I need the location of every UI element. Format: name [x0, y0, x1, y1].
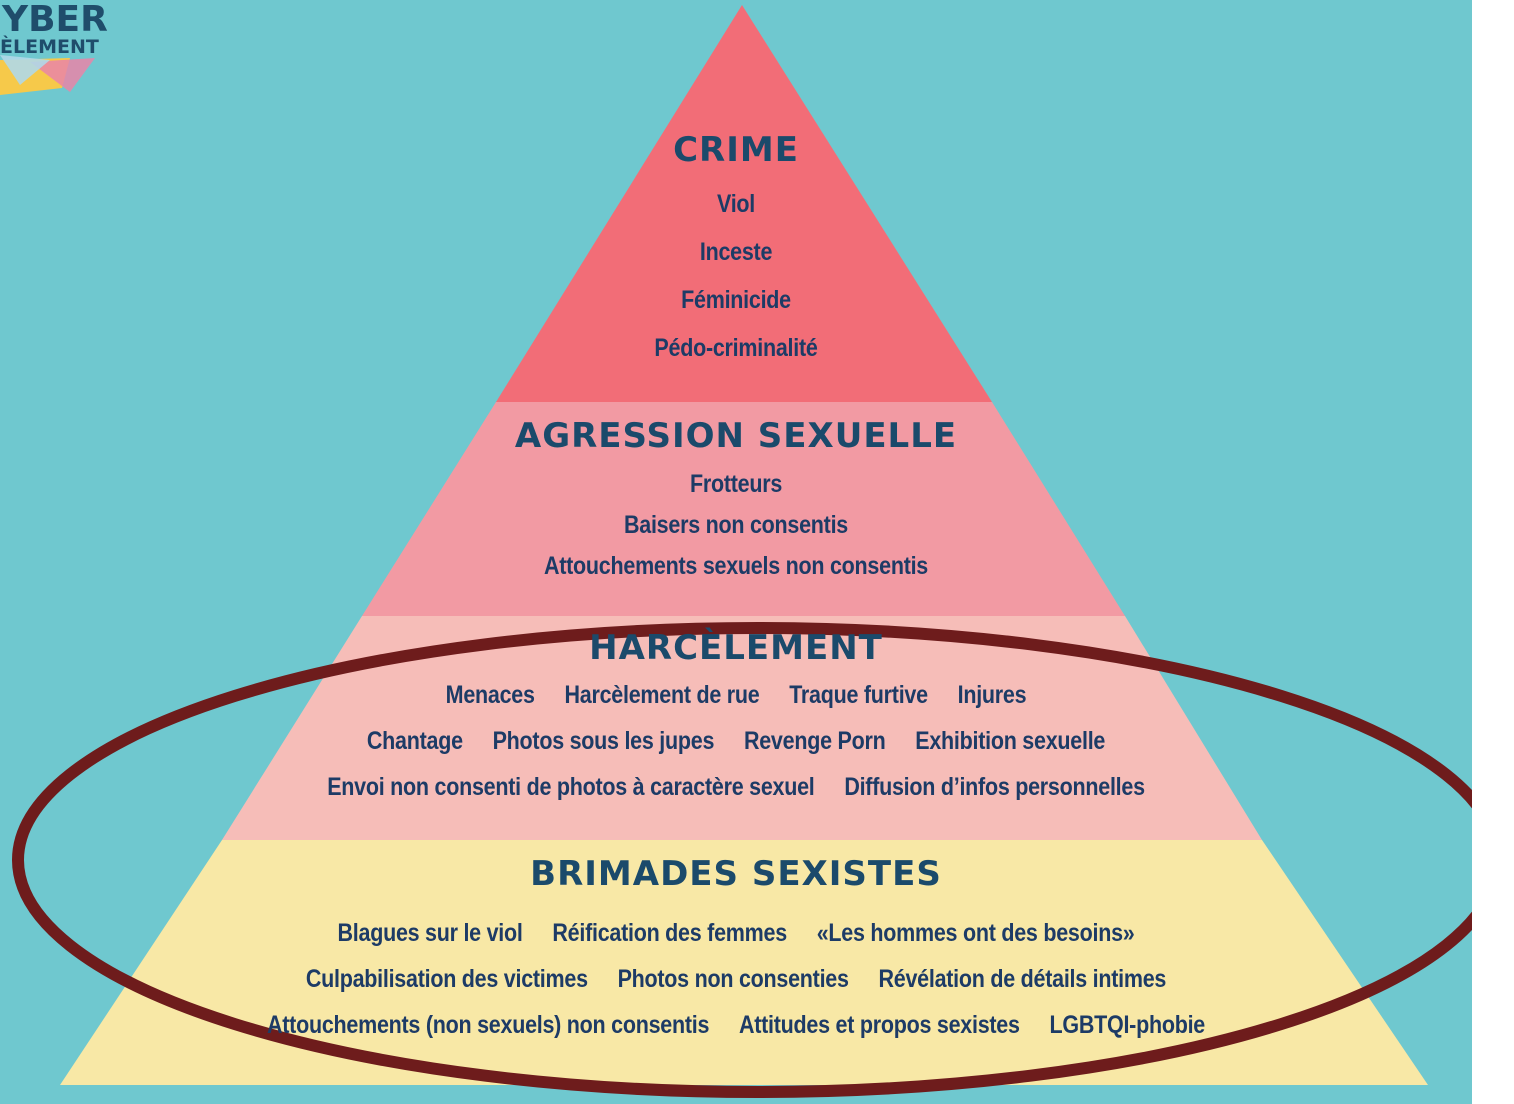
- logo: YBER ÈLEMENT: [0, 0, 140, 95]
- item: Attouchements (non sexuels) non consenti…: [267, 1011, 710, 1039]
- item: Frotteurs: [689, 470, 783, 498]
- item: Chantage: [366, 727, 463, 755]
- item: Envoi non consenti de photos à caractère…: [327, 773, 815, 801]
- level-crime: CRIME Viol Inceste Féminicide Pédo-crimi…: [0, 130, 1472, 372]
- item: Réification des femmes: [552, 919, 787, 947]
- item: Culpabilisation des victimes: [305, 965, 588, 993]
- item: Attouchements sexuels non consentis: [543, 552, 929, 580]
- item: Exhibition sexuelle: [915, 727, 1106, 755]
- pyramid-level-harcelement: [222, 616, 1262, 840]
- item: Blagues sur le viol: [337, 919, 523, 947]
- item: «Les hommes ont des besoins»: [816, 919, 1135, 947]
- item: Diffusion d’infos personnelles: [844, 773, 1145, 801]
- level-items: Menaces Harcèlement de rue Traque furtiv…: [103, 672, 1369, 810]
- item: Féminicide: [681, 286, 791, 314]
- item: Révélation de détails intimes: [878, 965, 1167, 993]
- item: Inceste: [699, 238, 773, 266]
- item: Traque furtive: [789, 681, 928, 709]
- item: Photos sous les jupes: [492, 727, 715, 755]
- level-items: Blagues sur le viol Réification des femm…: [103, 910, 1369, 1048]
- item: LGBTQI-phobie: [1049, 1011, 1205, 1039]
- level-brimades: BRIMADES SEXISTES Blagues sur le viol Ré…: [0, 852, 1472, 1048]
- pyramid-graphic: [12, 5, 1472, 1098]
- logo-shape-icon: [0, 55, 95, 95]
- level-agression: AGRESSION SEXUELLE Frotteurs Baisers non…: [0, 414, 1472, 587]
- level-items: Frotteurs Baisers non consentis Attouche…: [103, 464, 1369, 587]
- level-harcelement: HARCÈLEMENT Menaces Harcèlement de rue T…: [0, 626, 1472, 810]
- logo-line-2: ÈLEMENT: [0, 36, 99, 58]
- pyramid-level-agression: [362, 402, 1125, 616]
- pyramid-level-crime: [496, 5, 992, 402]
- item: Menaces: [445, 681, 535, 709]
- level-items: Viol Inceste Féminicide Pédo-criminalité: [103, 180, 1369, 372]
- item: Photos non consenties: [617, 965, 849, 993]
- item: Harcèlement de rue: [564, 681, 760, 709]
- level-heading: CRIME: [673, 130, 799, 170]
- item: Viol: [716, 190, 756, 218]
- highlight-ellipse: [12, 622, 1472, 1098]
- level-heading: AGRESSION SEXUELLE: [514, 416, 958, 456]
- logo-line-1: YBER: [2, 0, 108, 40]
- item: Pédo-criminalité: [654, 334, 818, 362]
- item: Attitudes et propos sexistes: [738, 1011, 1020, 1039]
- infographic-canvas: YBER ÈLEMENT CRIME Viol Inceste Féminici…: [0, 0, 1472, 1104]
- level-heading: BRIMADES SEXISTES: [530, 854, 942, 894]
- pyramid-level-brimades: [60, 840, 1428, 1085]
- level-heading: HARCÈLEMENT: [589, 628, 883, 668]
- item: Baisers non consentis: [623, 511, 848, 539]
- item: Revenge Porn: [743, 727, 886, 755]
- item: Injures: [957, 681, 1027, 709]
